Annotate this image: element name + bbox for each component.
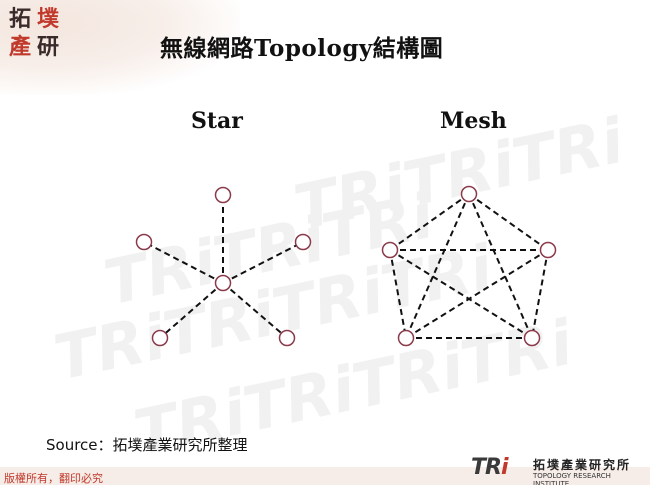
logo-char: 拓: [8, 7, 31, 32]
star-node: [214, 186, 232, 204]
mesh-node: [397, 329, 415, 347]
star-edge: [222, 241, 304, 284]
copyright-notice: 版權所有，翻印必究: [4, 472, 103, 485]
footer-bar: [0, 467, 650, 485]
star-edge: [159, 282, 224, 339]
star-node: [151, 329, 169, 347]
mesh-edge: [389, 193, 470, 251]
mesh-edge: [389, 249, 407, 339]
mesh-node: [460, 185, 478, 203]
logo-name-en: TOPOLOGY RESEARCH INSTITUTE: [533, 472, 611, 485]
star-label: Star: [191, 108, 243, 134]
star-node: [294, 233, 312, 251]
mesh-edge: [468, 193, 533, 339]
logo-name-cn: 拓墣產業研究所: [533, 458, 632, 472]
mesh-edge: [389, 249, 533, 339]
mesh-label: Mesh: [440, 108, 507, 134]
corner-wash: [0, 0, 240, 95]
star-edge: [222, 282, 288, 339]
mesh-edge: [531, 249, 549, 339]
logo-mark: TRi: [471, 455, 508, 480]
logo-mark-accent: i: [500, 455, 508, 480]
logo-char: 產: [8, 35, 31, 60]
star-edge: [143, 241, 224, 284]
star-topology: [135, 186, 312, 347]
mesh-node: [523, 329, 541, 347]
source-note: Source：拓墣產業研究所整理: [46, 436, 248, 454]
mesh-node: [381, 241, 399, 259]
mesh-node: [539, 241, 557, 259]
logo-char: 研: [36, 35, 59, 60]
mesh-edge: [468, 193, 549, 251]
mesh-edge: [405, 249, 549, 339]
logo-top-left: 拓 墣 產 研: [6, 6, 62, 62]
logo-bottom-right: TRi 拓墣產業研究所 TOPOLOGY RESEARCH INSTITUTE: [471, 455, 647, 485]
star-hub-node: [214, 274, 232, 292]
logo-mark-text: TR: [471, 455, 502, 480]
star-node: [135, 233, 153, 251]
logo-char: 墣: [36, 7, 59, 32]
mesh-topology: [381, 185, 557, 347]
slide-title: 無線網路Topology結構圖: [160, 35, 444, 62]
mesh-edge: [405, 193, 470, 339]
star-node: [278, 329, 296, 347]
